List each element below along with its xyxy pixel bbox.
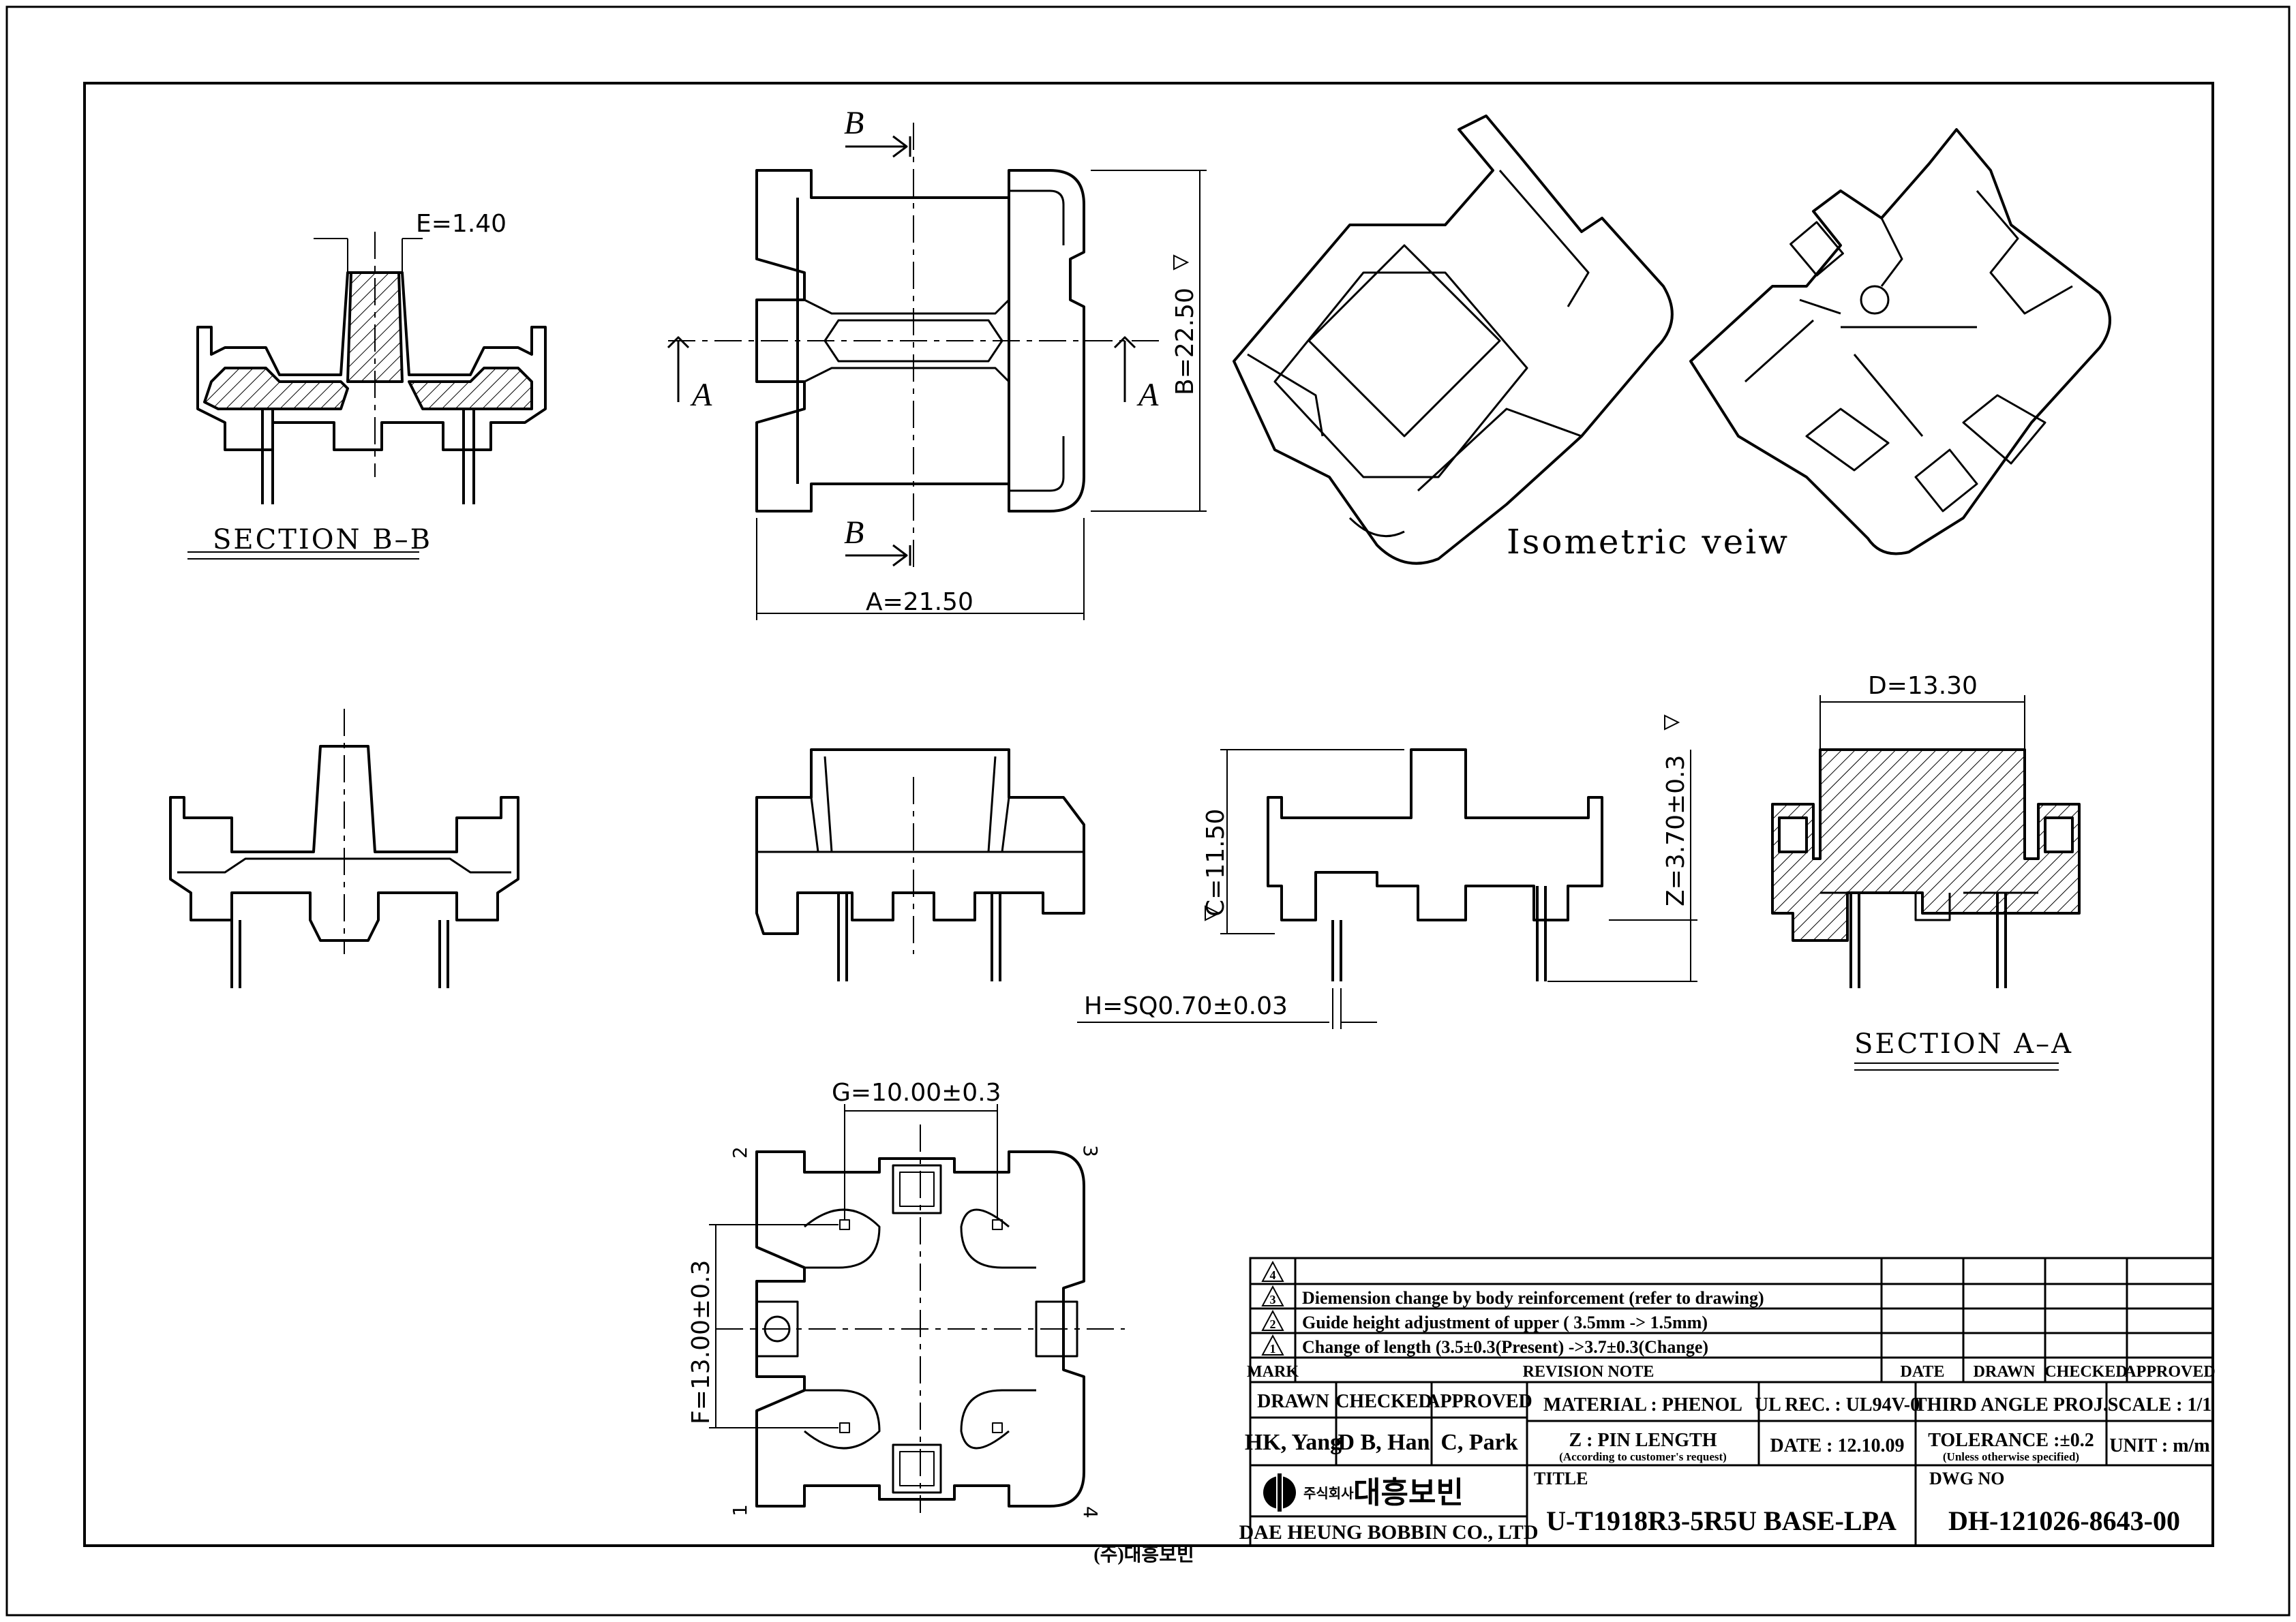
- footer-company: (주)대흥보빈: [1093, 1544, 1194, 1565]
- revision-mark-3: 3: [1270, 1293, 1276, 1306]
- dwg-no-label: DWG NO: [1929, 1469, 2005, 1488]
- revision-notes: Diemension change by body reinforcement …: [1302, 1288, 1764, 1357]
- title-label: TITLE: [1534, 1469, 1588, 1488]
- inner-border: [83, 82, 2214, 1547]
- side-view: [1077, 748, 1697, 1029]
- scale: SCALE : 1/1: [2108, 1394, 2211, 1416]
- dim-a: A=21.50: [866, 588, 973, 616]
- drawn-label: DRAWN: [1257, 1391, 1329, 1412]
- section-mark-a-left: A: [690, 377, 712, 413]
- pin-numbers: 1 2 3 4: [729, 1145, 1102, 1518]
- label-section-bb: SECTION B–B: [213, 524, 432, 555]
- pin-3-label: 3: [1079, 1145, 1102, 1157]
- approved-by: C, Park: [1440, 1430, 1517, 1455]
- revision-note-3: Diemension change by body reinforcement …: [1302, 1288, 1764, 1308]
- outer-border: [5, 5, 2291, 1617]
- header-drawn: DRAWN: [1974, 1363, 2036, 1381]
- pin-4-label: 4: [1079, 1506, 1102, 1518]
- header-checked: CHECKED: [2044, 1363, 2127, 1381]
- revision-mark-2: 2: [1270, 1317, 1276, 1331]
- title-block-fields: DRAWN CHECKED APPROVED HK, Yang D B, Han…: [1239, 1391, 2212, 1544]
- header-revision-note: REVISION NOTE: [1523, 1363, 1655, 1381]
- pin-1-label: 1: [729, 1504, 751, 1516]
- section-mark-b-top: B: [844, 105, 864, 141]
- section-letters: B B A A: [690, 105, 1159, 551]
- revision-mark-4: 4: [1270, 1268, 1276, 1282]
- label-isometric: Isometric veiw: [1507, 522, 1789, 562]
- title-block: 4 3 2 1 Diemension change by body reinfo…: [1239, 1257, 2216, 1547]
- pin-length: Z : PIN LENGTH: [1569, 1430, 1717, 1451]
- tolerance: TOLERANCE :±0.2: [1928, 1430, 2094, 1451]
- tolerance-note: (Unless otherwise specified): [1943, 1450, 2079, 1463]
- ul-rec: UL REC. : UL94V-0: [1755, 1394, 1920, 1416]
- material: MATERIAL : PHENOL: [1543, 1394, 1742, 1416]
- company-korean: 대흥보빈: [1353, 1476, 1464, 1510]
- section-aa-view: [1771, 695, 2081, 1071]
- title-section: TITLE U-T1918R3-5R5U BASE-LPA DWG NO DH-…: [1534, 1469, 2180, 1536]
- isometric-view-2: [1689, 128, 2111, 555]
- company-english: DAE HEUNG BOBBIN CO., LTD: [1239, 1521, 1539, 1544]
- company-name-korean: 주식회사 대흥보빈: [1303, 1476, 1464, 1510]
- checked-by: D B, Han: [1338, 1430, 1430, 1455]
- dimension-labels: E=1.40 A=21.50 B=22.50 C=11.50 Z=3.70±0.…: [416, 210, 1978, 1424]
- drawing-title: U-T1918R3-5R5U BASE-LPA: [1546, 1505, 1897, 1536]
- dim-h: H=SQ0.70±0.03: [1084, 992, 1288, 1020]
- dim-b: B=22.50: [1171, 288, 1199, 395]
- checked-label: CHECKED: [1335, 1391, 1432, 1412]
- dwg-no: DH-121026-8643-00: [1948, 1505, 2180, 1536]
- revision-headers: MARK REVISION NOTE DATE DRAWN CHECKED AP…: [1247, 1363, 2216, 1381]
- revision-triangle-markers: [1173, 254, 1680, 921]
- pin-2-label: 2: [729, 1146, 751, 1159]
- bottom-view: [709, 1104, 1125, 1513]
- top-view: [667, 123, 1207, 620]
- unit: UNIT : m/m: [2109, 1435, 2209, 1456]
- isometric-view-1: [1233, 114, 1674, 565]
- projection: THIRD ANGLE PROJ.: [1914, 1394, 2108, 1416]
- company-small: 주식회사: [1303, 1486, 1354, 1501]
- dim-e: E=1.40: [416, 210, 507, 238]
- front-view-2: [755, 748, 1085, 981]
- header-approved: APPROVED: [2124, 1363, 2215, 1381]
- section-mark-a-right: A: [1136, 377, 1159, 413]
- section-bb-view: [187, 232, 547, 560]
- dim-f: F=13.00±0.3: [687, 1260, 715, 1424]
- front-view-1: [169, 709, 519, 988]
- revision-mark-numbers: 4 3 2 1: [1270, 1268, 1276, 1356]
- approved-label: APPROVED: [1426, 1391, 1532, 1412]
- dim-d: D=13.30: [1868, 672, 1978, 700]
- header-mark: MARK: [1247, 1363, 1299, 1381]
- header-date: DATE: [1901, 1363, 1945, 1381]
- section-mark-b-bottom: B: [844, 515, 864, 551]
- revision-note-1: Change of length (3.5±0.3(Present) ->3.7…: [1302, 1337, 1708, 1357]
- revision-note-2: Guide height adjustment of upper ( 3.5mm…: [1302, 1313, 1708, 1332]
- date: DATE : 12.10.09: [1770, 1435, 1904, 1456]
- label-section-aa: SECTION A–A: [1854, 1028, 2073, 1060]
- drawn-by: HK, Yang: [1245, 1430, 1342, 1455]
- view-labels: SECTION B–B SECTION A–A Isometric veiw: [213, 522, 2073, 1060]
- dim-g: G=10.00±0.3: [832, 1079, 1001, 1107]
- dim-c: C=11.50: [1202, 809, 1230, 917]
- dim-z: Z=3.70±0.3: [1662, 755, 1690, 906]
- pin-length-note: (According to customer's request): [1559, 1450, 1727, 1463]
- revision-mark-1: 1: [1270, 1342, 1276, 1356]
- company-logo: [1263, 1473, 1296, 1512]
